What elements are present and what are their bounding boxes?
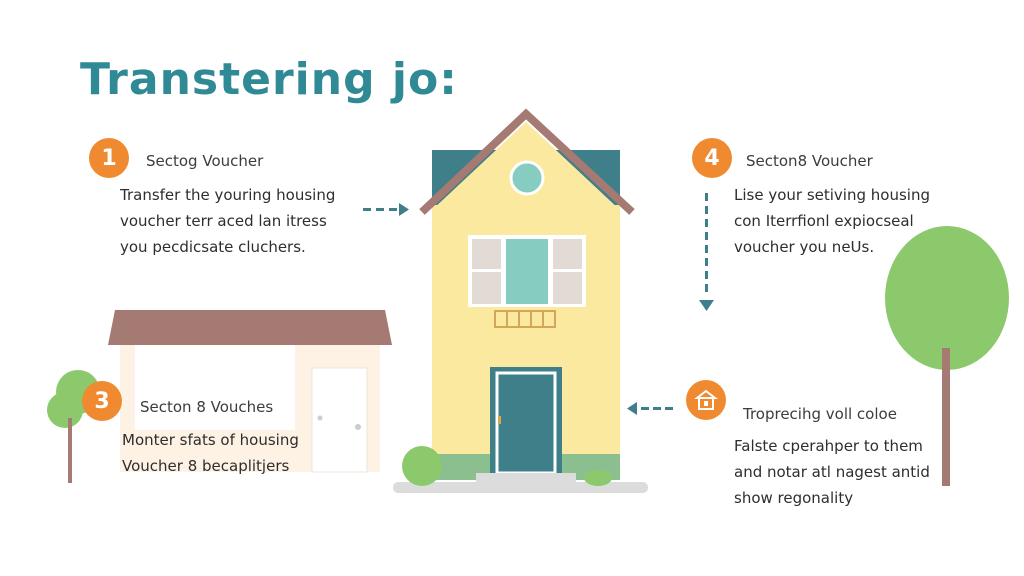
step-badge-4: 4	[692, 138, 732, 178]
step-badge-1: 1	[89, 138, 129, 178]
arrow-left-icon	[627, 402, 673, 415]
step-3-heading: Secton 8 Vouches	[140, 398, 274, 416]
step-house-body: Falste cperahper to them and notar atl n…	[734, 437, 930, 507]
house-illustration	[393, 108, 648, 493]
house-icon	[694, 389, 718, 410]
step-house-heading: Troprecihg voll coloe	[743, 405, 897, 423]
step-4-heading: Secton8 Voucher	[746, 152, 873, 170]
garage-illustration	[108, 310, 392, 473]
arrow-right-icon	[363, 203, 409, 216]
step-1-body: Transfer the youring housing voucher ter…	[120, 186, 336, 256]
house-badge	[686, 380, 726, 420]
step-4-body: Lise your setiving housing con Iterrfion…	[734, 186, 930, 256]
right-tree-illustration	[885, 226, 1009, 486]
step-1-heading: Sectog Voucher	[146, 152, 264, 170]
page-title: Transtering jo:	[80, 54, 458, 105]
arrow-down-icon	[699, 193, 714, 311]
step-badge-3: 3	[82, 381, 122, 421]
step-3-body: Monter sfats of housing Voucher 8 becapl…	[122, 431, 299, 475]
